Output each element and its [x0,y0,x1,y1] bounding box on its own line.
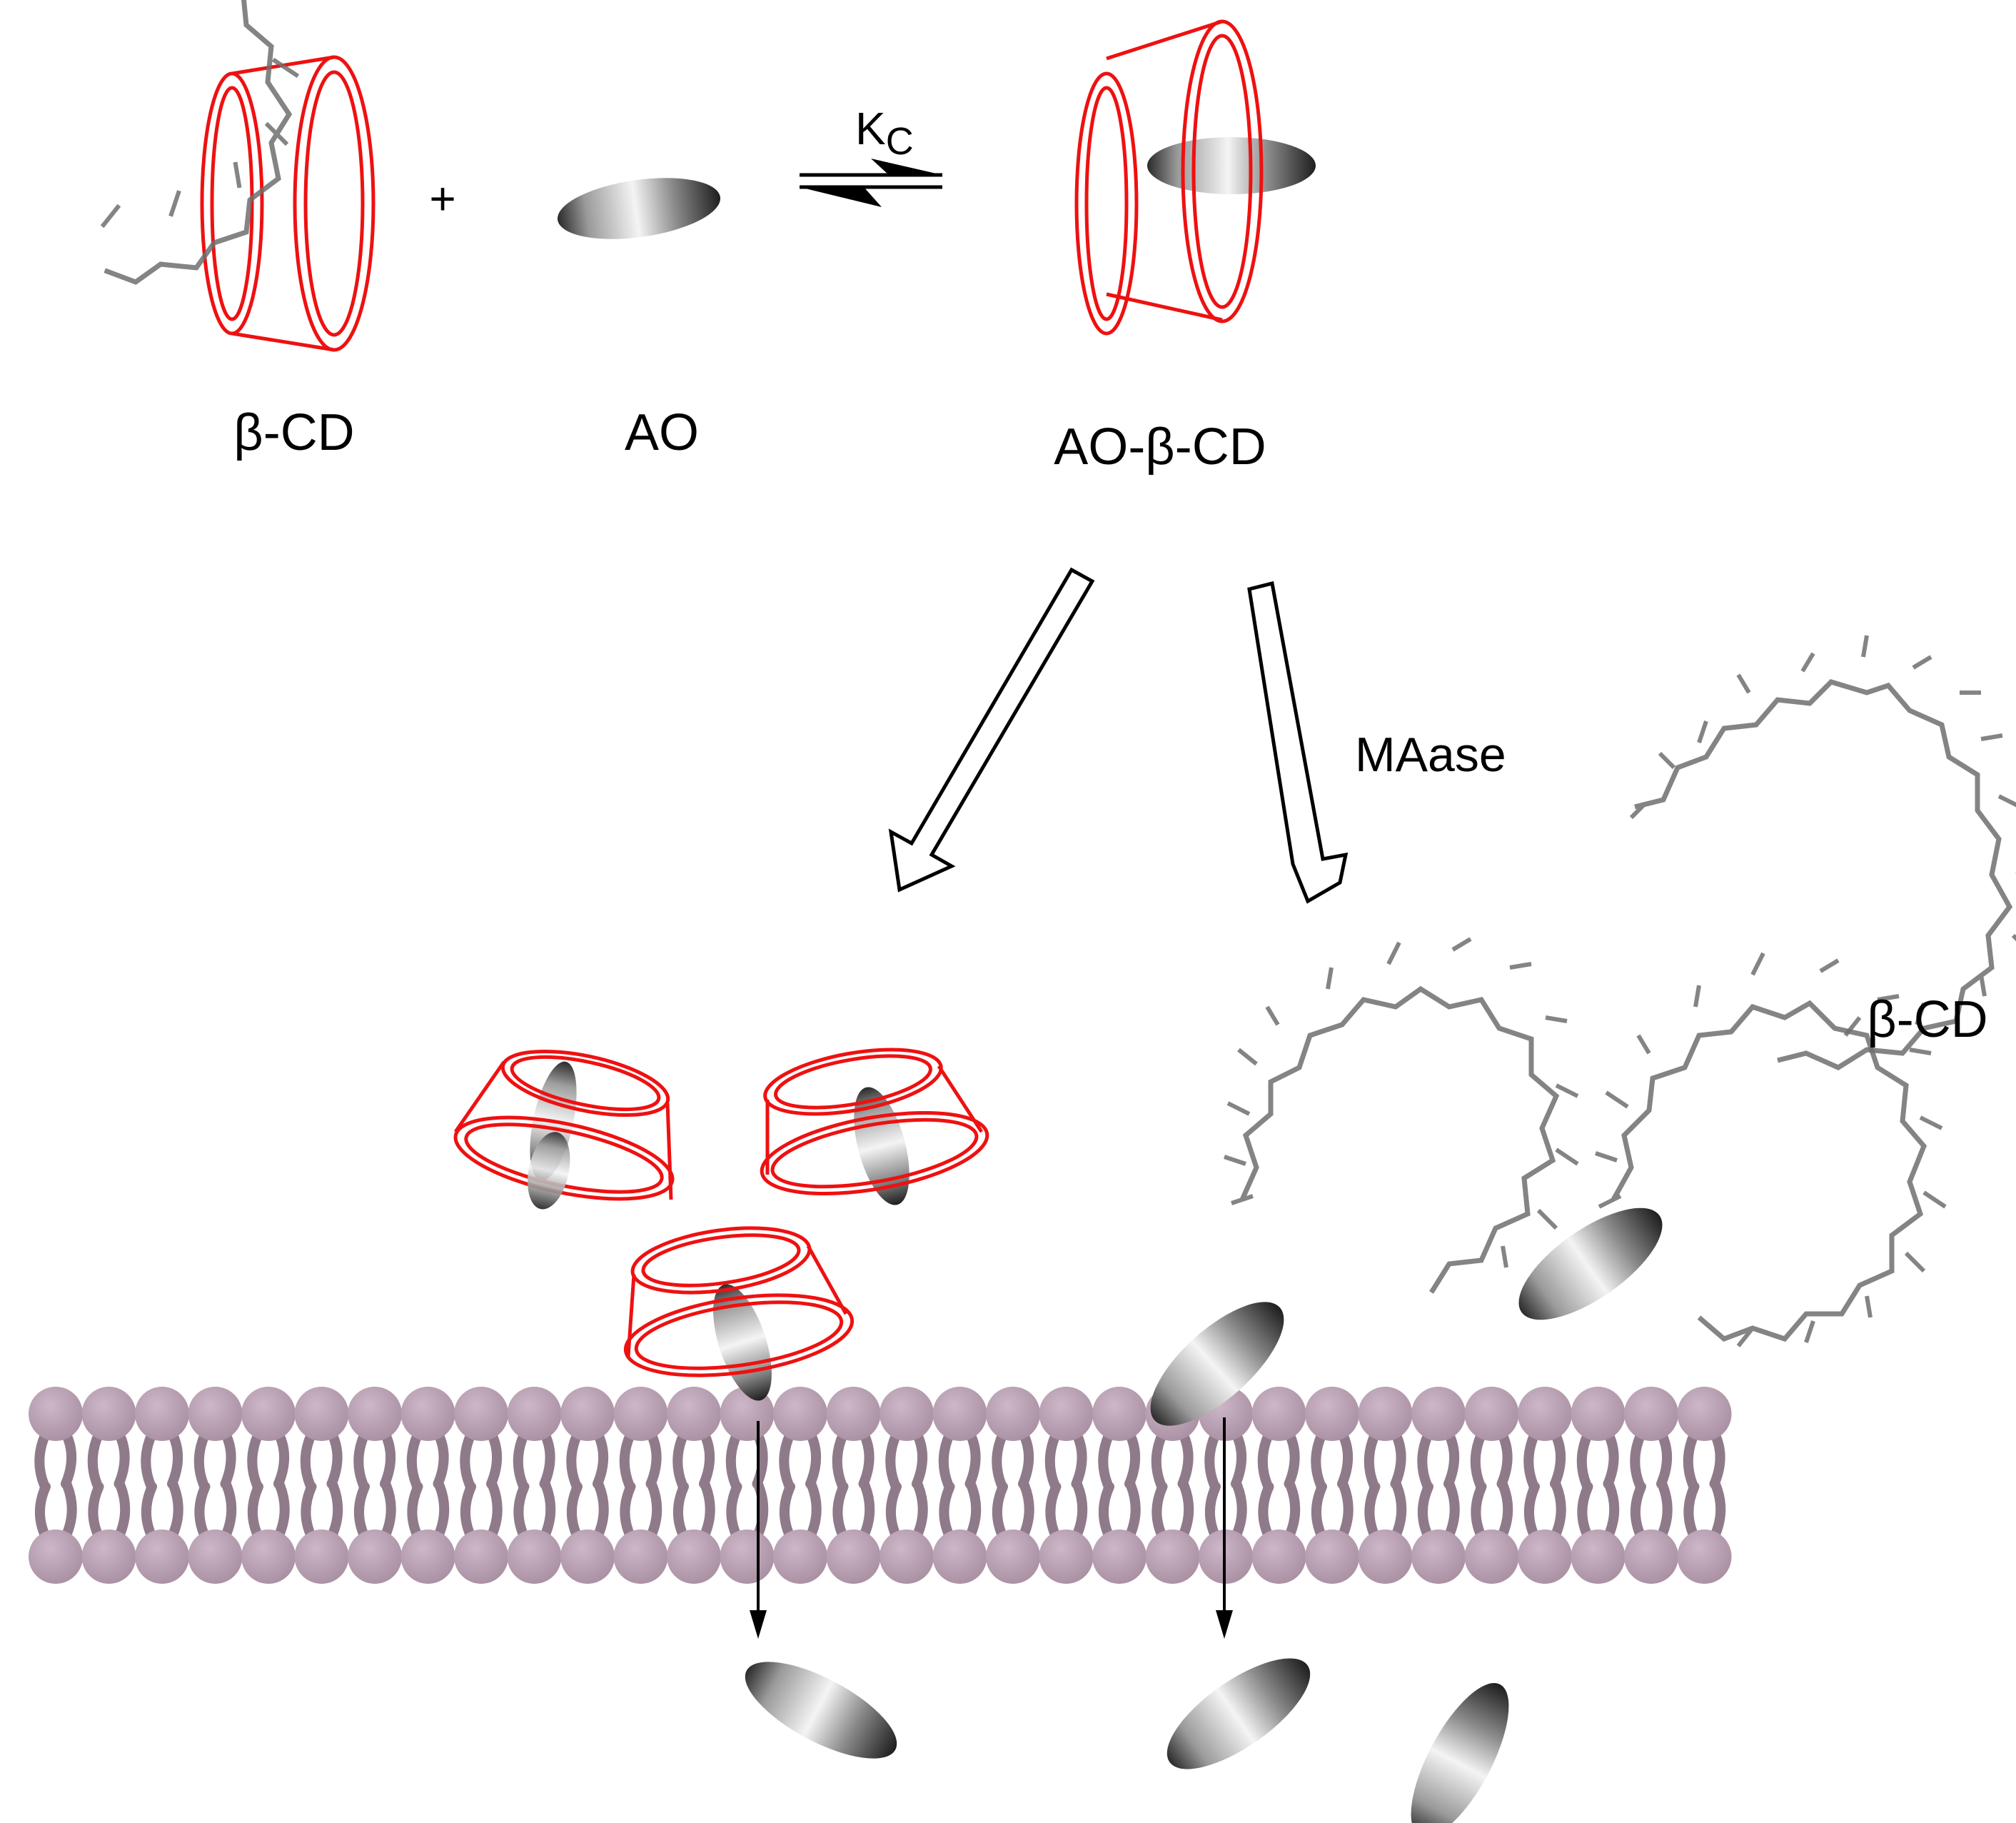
lipid-head [241,1530,296,1584]
free-ao-molecule-2 [1150,1302,1284,1426]
lipid-head [1518,1530,1572,1584]
released-beta-cd-label: β-CD [1867,991,1987,1048]
beta-cd-cone-icon [200,55,376,352]
lipid-head [1571,1387,1626,1441]
beta-cd-structure-3 [1595,952,1947,1347]
transport-arrow-right-icon [1216,1417,1233,1639]
kc-subscript: C [886,120,914,163]
lipid-head [1251,1387,1306,1441]
lipid-head [1145,1530,1200,1584]
tilted-complex-c-icon [623,1226,855,1401]
lipid-head [613,1530,668,1584]
lipid-head [1571,1530,1626,1584]
plus-sign: + [429,173,455,224]
lipid-head [1677,1387,1732,1441]
lipid-head [1411,1530,1466,1584]
lipid-head [294,1387,349,1441]
lipid-head [986,1530,1040,1584]
maase-label: MAase [1355,728,1506,782]
lipid-head [348,1530,402,1584]
beta-cd-structure-1 [1629,635,2016,1070]
lipid-head [1039,1530,1094,1584]
lipid-head [135,1530,189,1584]
ao-below-membrane-3 [1411,1683,1509,1823]
lipid-head [81,1530,136,1584]
lipid-head [400,1387,455,1441]
lipid-head [81,1387,136,1441]
lipid-head [454,1530,508,1584]
kc-label: KC [855,103,914,163]
ao-beta-cd-complex-icon [1074,19,1316,336]
beta-cd-structure-2 [1224,937,1579,1294]
lipid-head [932,1387,987,1441]
tilted-complex-a-icon [453,1049,675,1210]
lipid-head [188,1387,243,1441]
lipid-head [560,1387,615,1441]
lipid-head [1305,1387,1359,1441]
beta-cd-structure-icon [100,0,300,285]
lipid-head [294,1530,349,1584]
lipid-head [1092,1530,1146,1584]
lipid-head [400,1530,455,1584]
lipid-head [667,1387,721,1441]
lipid-head [1624,1530,1678,1584]
kc-main: K [855,103,886,154]
lipid-head [932,1530,987,1584]
lipid-head [188,1530,243,1584]
lipid-head [1677,1530,1732,1584]
lipid-head [880,1530,934,1584]
ao-below-membrane-2 [1166,1658,1311,1769]
lipid-head [667,1530,721,1584]
lipid-head [1251,1530,1306,1584]
lipid-head [986,1387,1040,1441]
lipid-head [135,1387,189,1441]
lipid-head [880,1387,934,1441]
lipid-head [560,1530,615,1584]
lipid-head [826,1387,881,1441]
lipid-head [507,1387,562,1441]
tilted-complex-b-icon [760,1048,989,1205]
lipid-head [1518,1387,1572,1441]
lipid-head [348,1387,402,1441]
lipid-head [1464,1530,1519,1584]
ao-label: AO [625,404,699,461]
lipid-head [1624,1387,1678,1441]
lipid-head [1411,1387,1466,1441]
free-ao-molecule-1 [1518,1207,1663,1320]
lipid-head [773,1530,827,1584]
lipid-head [1039,1387,1094,1441]
equilibrium-arrows-icon [800,159,942,207]
lipid-head [241,1387,296,1441]
lipid-head [1358,1387,1413,1441]
ao-molecule-icon [557,178,721,239]
lipid-head [1305,1530,1359,1584]
lipid-head [720,1530,775,1584]
lipid-head [1464,1387,1519,1441]
hollow-arrow-left-icon [888,567,1095,893]
complex-label: AO-β-CD [1054,418,1266,476]
hollow-arrow-right-icon [1247,581,1349,904]
lipid-head [29,1387,83,1441]
lipid-head [1092,1387,1146,1441]
lipid-head [773,1387,827,1441]
lipid-head [507,1530,562,1584]
lipid-bilayer-membrane-icon [29,1387,1732,1584]
lipid-head [826,1530,881,1584]
ao-below-membrane-1 [745,1662,897,1759]
lipid-head [454,1387,508,1441]
lipid-head [613,1387,668,1441]
beta-cd-label: β-CD [233,404,354,461]
lipid-head [1358,1530,1413,1584]
lipid-head [29,1530,83,1584]
transport-arrow-left-icon [750,1421,767,1639]
